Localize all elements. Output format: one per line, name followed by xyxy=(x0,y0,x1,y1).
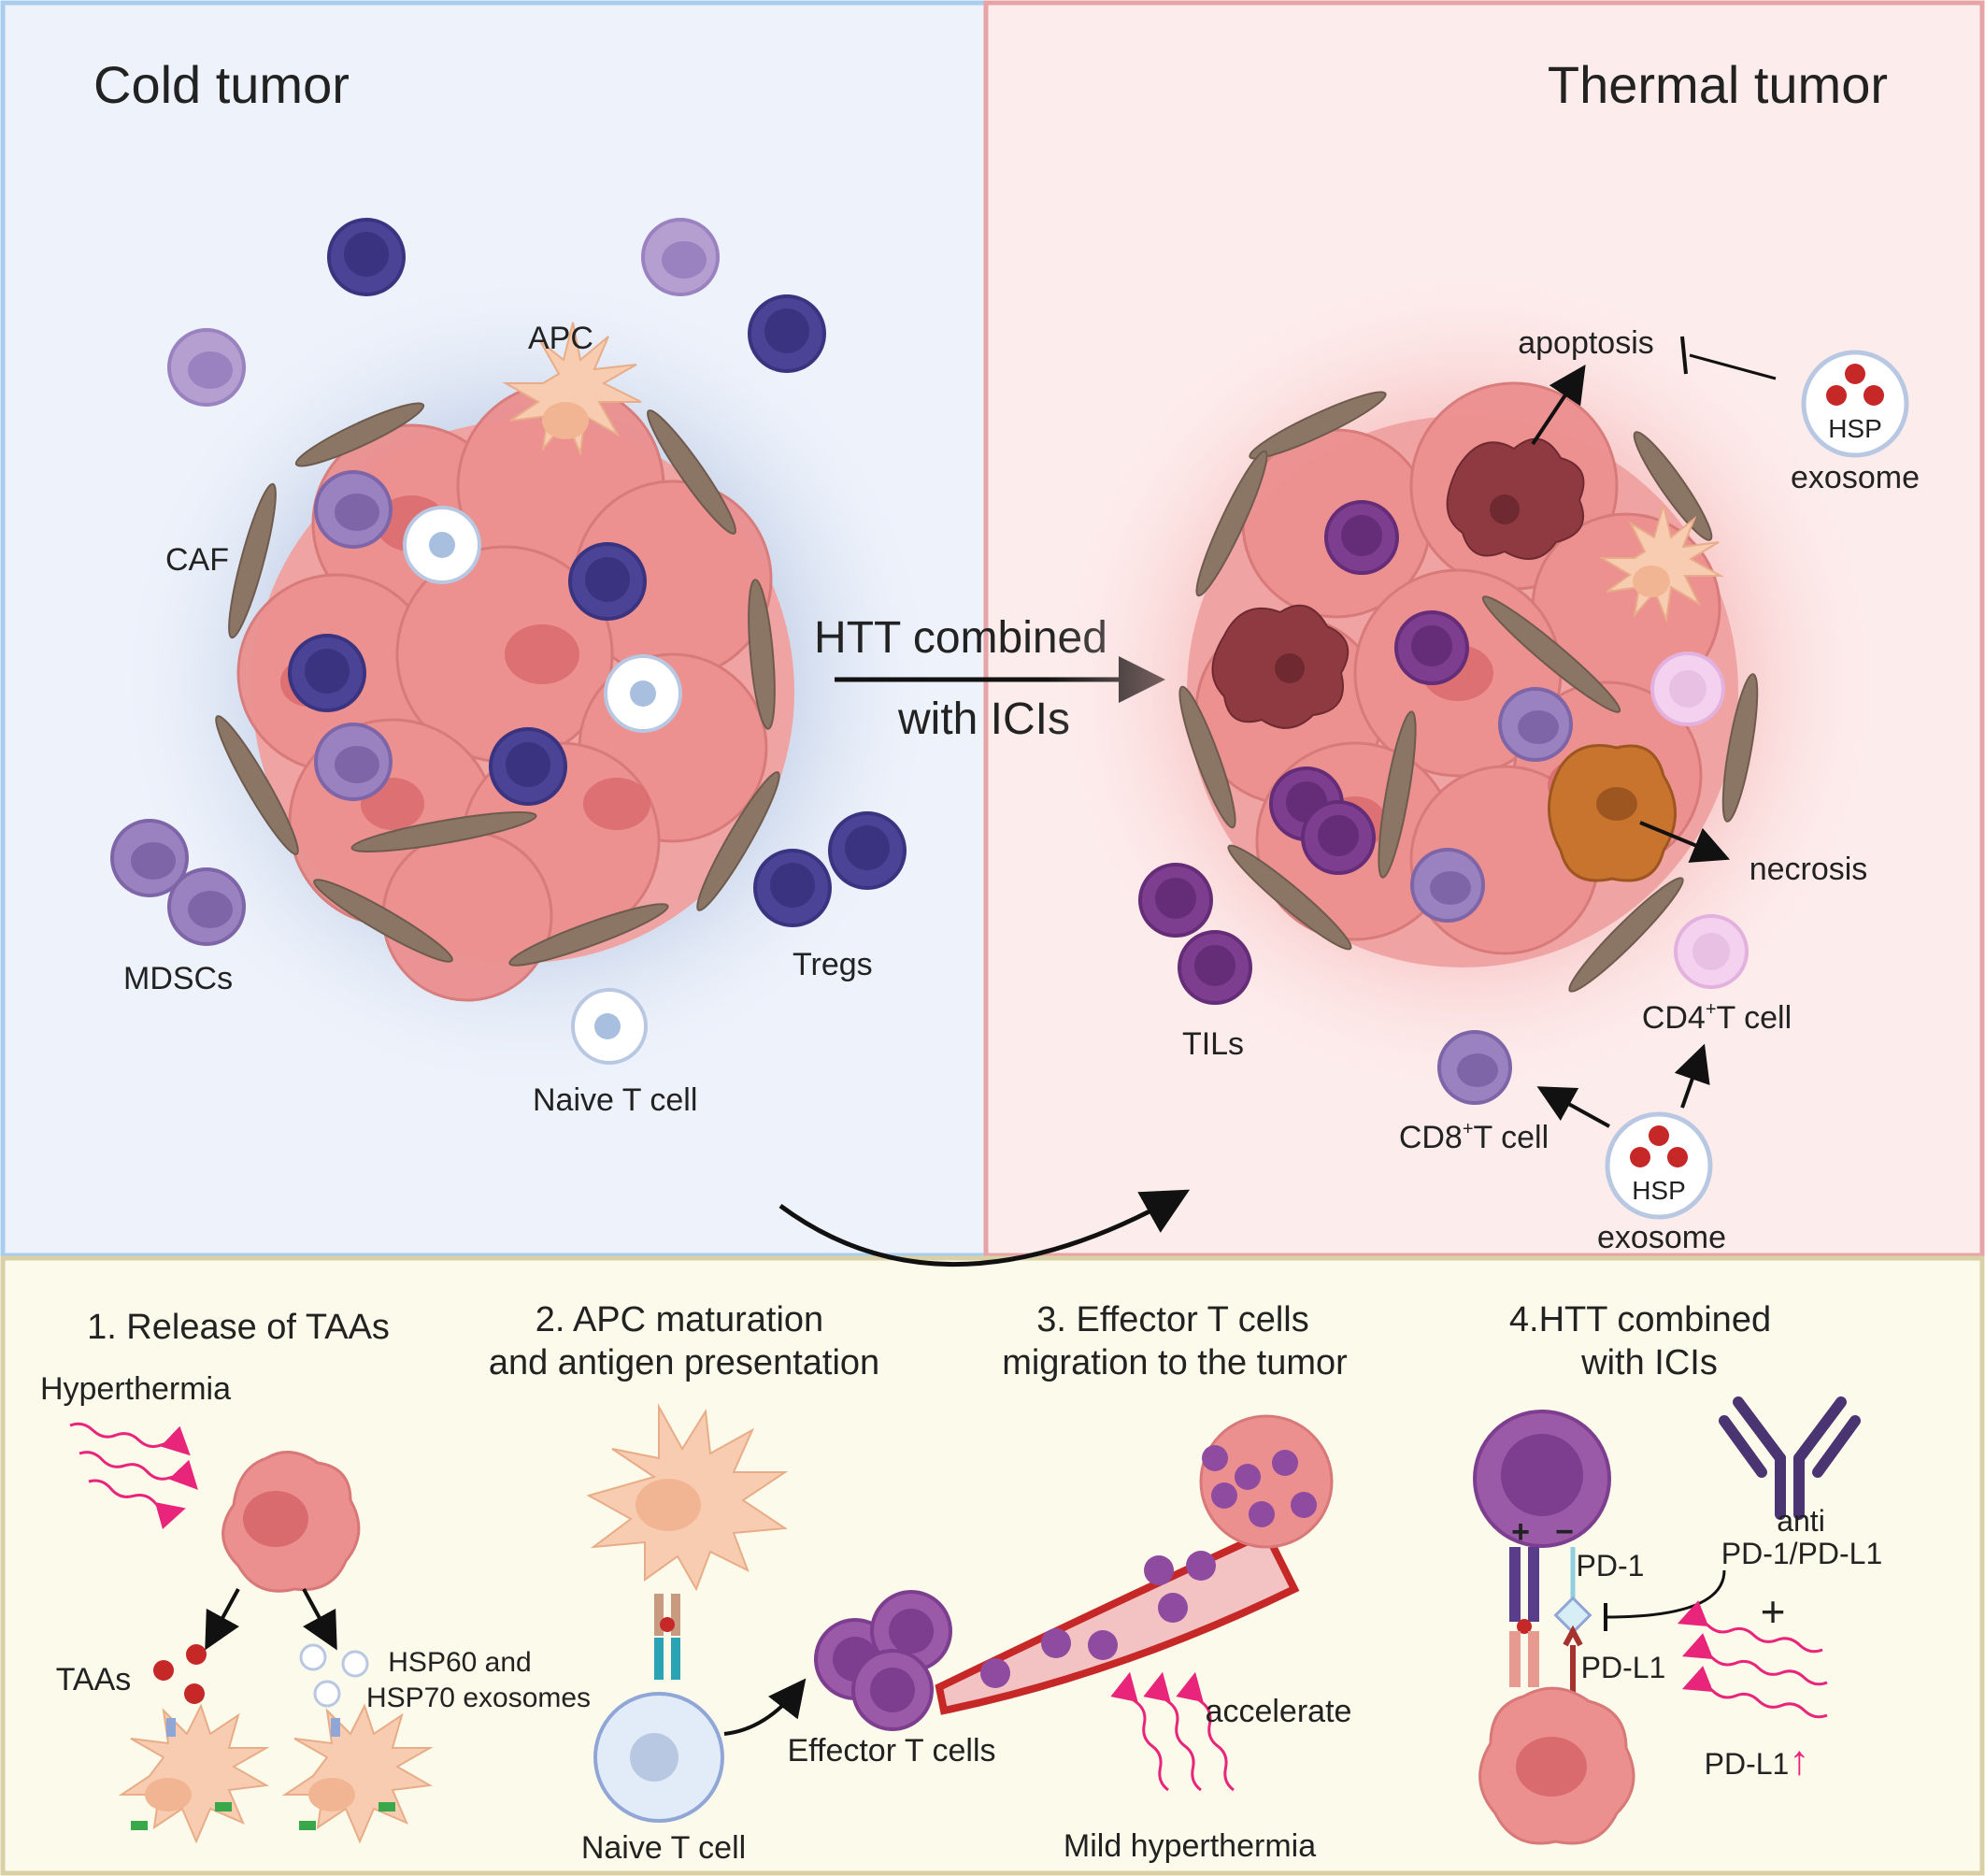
arrow-to-cd4 xyxy=(1674,1043,1710,1109)
step4-title-line2: with ICIs xyxy=(1580,1343,1718,1382)
step4-minus-sign: − xyxy=(1555,1514,1574,1550)
label-cd4-t-cell: CD4+T cell xyxy=(1642,999,1792,1036)
center-label-line2: with ICIs xyxy=(897,695,1070,744)
step4-anti-line2: PD-1/PD-L1 xyxy=(1721,1537,1883,1570)
apc-cell-cold xyxy=(502,322,642,457)
label-necrosis: necrosis xyxy=(1749,852,1868,887)
necrotic-cell xyxy=(1548,744,1677,882)
inhibition-bar xyxy=(1680,336,1688,375)
step3-blood-vessel xyxy=(935,1527,1300,1715)
label-apc: APC xyxy=(528,321,593,356)
step4-receptors xyxy=(1509,1547,1592,1692)
step3-title-line2: migration to the tumor xyxy=(1002,1343,1348,1382)
step4-heat-waves xyxy=(1677,1600,1828,1719)
thermal-tumor-mass xyxy=(1047,262,1888,1103)
step3-title-line1: 3. Effector T cells xyxy=(1036,1300,1308,1339)
label-tils: TILs xyxy=(1182,1026,1244,1062)
step1-hsp-line2: HSP70 exosomes xyxy=(366,1683,591,1713)
label-caf: CAF xyxy=(165,542,229,578)
step3-heat-waves xyxy=(1110,1671,1235,1792)
label-mdscs: MDSCs xyxy=(123,961,233,996)
cells-in-thermal-tumor xyxy=(1269,500,1725,923)
label-exosome-top: exosome xyxy=(1791,460,1920,495)
curved-arrow xyxy=(778,1189,1191,1267)
step2-title-line1: 2. APC maturation xyxy=(536,1300,823,1339)
step3-effector-label: Effector T cells xyxy=(788,1733,996,1769)
step4-pd1: PD-1 xyxy=(1577,1549,1645,1582)
label-tregs: Tregs xyxy=(793,947,873,982)
hsp-exosome-particles xyxy=(299,1643,369,1708)
step2-dendritic-cell xyxy=(586,1403,789,1592)
step1-title: 1. Release of TAAs xyxy=(87,1308,390,1347)
step4-plus: + xyxy=(1761,1587,1786,1636)
apc-cell-thermal xyxy=(1598,504,1724,623)
necrosis-arrow xyxy=(1639,821,1731,863)
step3-tumor-mass xyxy=(1199,1414,1334,1549)
apoptotic-nuclei xyxy=(1275,494,1520,683)
thermal-tumor-title: Thermal tumor xyxy=(1548,55,1888,114)
step3-accelerate: accelerate xyxy=(1206,1694,1352,1729)
cells-around-thermal-tumor xyxy=(1138,863,1749,1105)
step1-heat-waves xyxy=(69,1422,198,1530)
step1-taas: TAAs xyxy=(56,1662,132,1697)
caf-cells-thermal xyxy=(1178,391,1759,993)
step2-title-line2: and antigen presentation xyxy=(489,1343,879,1382)
step2-naive-t-cell xyxy=(593,1692,724,1823)
step1-arrow-left xyxy=(205,1588,240,1651)
step4-t-cell xyxy=(1473,1410,1611,1548)
apoptosis-arrow xyxy=(1531,365,1586,446)
step1-dendritic-cells xyxy=(118,1703,434,1844)
cells-in-cold-tumor xyxy=(288,470,682,806)
step3-mild-hyperthermia: Mild hyperthermia xyxy=(1064,1828,1316,1864)
label-cd8-t-cell: CD8+T cell xyxy=(1399,1119,1549,1155)
label-apoptosis: apoptosis xyxy=(1518,325,1654,361)
cold-tumor-title: Cold tumor xyxy=(93,55,350,114)
arrow-to-cd8 xyxy=(1536,1086,1610,1128)
step4-plus-sign: + xyxy=(1511,1514,1530,1550)
inhibition-line xyxy=(1689,353,1777,380)
step4-title-line1: 4.HTT combined xyxy=(1509,1300,1771,1339)
label-exosome-bottom: exosome xyxy=(1597,1220,1726,1255)
hsp-exosome-bottom xyxy=(1605,1111,1713,1220)
caf-cells-cold xyxy=(215,402,780,967)
hsp-exosome-top xyxy=(1801,350,1909,458)
step4-anti-line1: anti xyxy=(1777,1504,1825,1538)
step1-hyperthermia: Hyperthermia xyxy=(40,1371,231,1407)
step4-pdl1: PD-L1 xyxy=(1581,1651,1666,1684)
step2-naive-t: Naive T cell xyxy=(581,1830,746,1866)
taa-particles xyxy=(153,1644,207,1704)
label-hsp-top: HSP xyxy=(1828,414,1882,443)
step3-effector-t-cells xyxy=(814,1590,952,1731)
step1-arrow-right xyxy=(302,1588,337,1651)
step1-hsp-line1: HSP60 and xyxy=(388,1647,531,1678)
cells-around-cold-tumor xyxy=(110,218,907,1065)
step2-mhc-tcr xyxy=(654,1594,680,1680)
label-naive-t-cell-cold: Naive T cell xyxy=(533,1082,697,1118)
antibody-icon xyxy=(1719,1396,1861,1520)
step2-arrow xyxy=(723,1678,807,1736)
label-hsp-bottom: HSP xyxy=(1632,1176,1686,1205)
step4-pdl1-up: PD-L1↑ xyxy=(1705,1738,1810,1783)
step4-tumor-cell xyxy=(1478,1686,1635,1845)
step1-tumor-cell xyxy=(221,1451,361,1593)
